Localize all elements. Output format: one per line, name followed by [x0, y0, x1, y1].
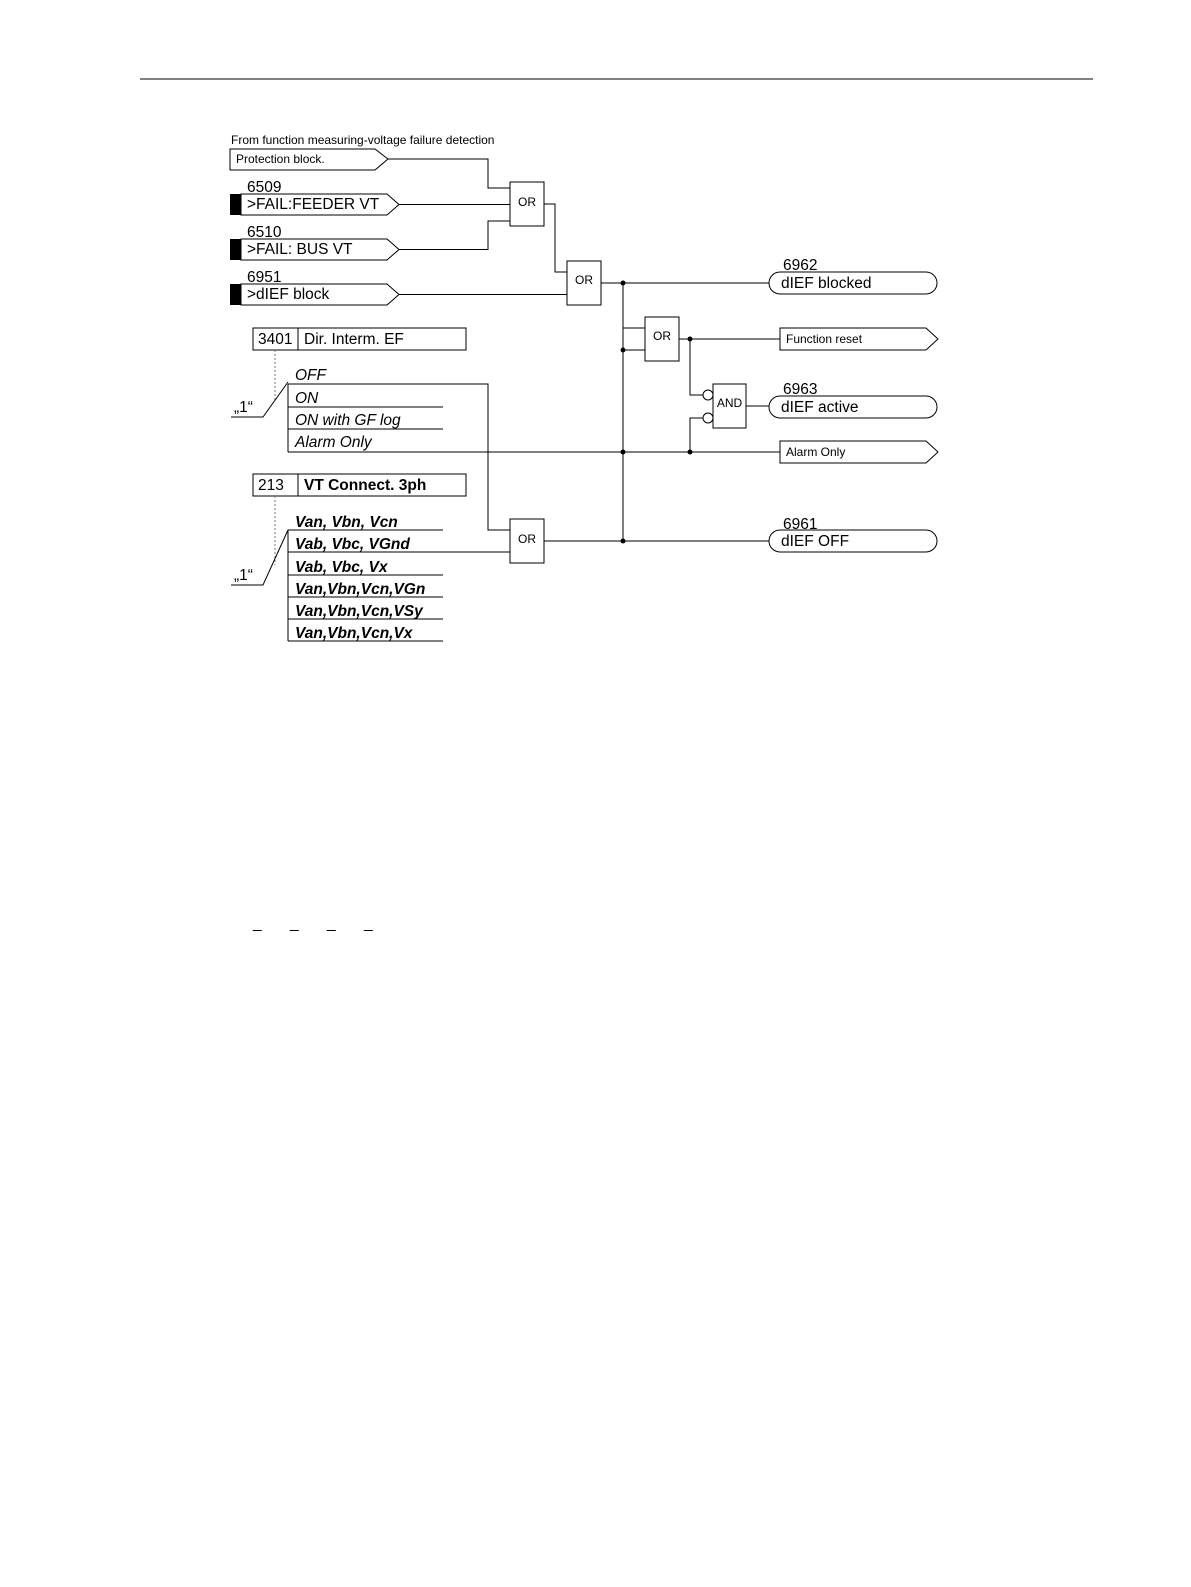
option-alarm-only: Alarm Only [294, 434, 373, 451]
option-vab-vbc-vx: Vab, Vbc, Vx [295, 559, 389, 576]
svg-text:6951: 6951 [247, 269, 281, 286]
input-protection-block: Protection block. [229, 148, 389, 171]
svg-text:Protection block.: Protection block. [236, 152, 325, 166]
input-dief-block: 6951 >dIEF block [230, 269, 400, 306]
input-feeder-vt: 6509 >FAIL:FEEDER VT [230, 179, 400, 216]
footer-marks: _ _ _ _ [252, 915, 373, 932]
svg-text:dIEF blocked: dIEF blocked [781, 275, 871, 292]
svg-text:6510: 6510 [247, 224, 282, 241]
option-off: OFF [295, 367, 328, 384]
option-vx: Van,Vbn,Vcn,Vx [295, 625, 414, 642]
svg-text:6509: 6509 [247, 179, 281, 196]
svg-text:213: 213 [258, 477, 284, 494]
svg-text:6963: 6963 [783, 381, 817, 398]
svg-text:_: _ [252, 915, 262, 932]
svg-text:OR: OR [518, 532, 536, 546]
or-gate-2: OR [566, 260, 602, 306]
svg-text:>FAIL:FEEDER VT: >FAIL:FEEDER VT [247, 196, 380, 213]
option-vsy: Van,Vbn,Vcn,VSy [295, 603, 424, 620]
and-gate: AND [702, 383, 747, 429]
svg-text:Alarm Only: Alarm Only [786, 445, 845, 459]
option-vgn: Van,Vbn,Vcn,VGn [295, 581, 425, 598]
wires [288, 158, 780, 553]
svg-text:_: _ [363, 915, 373, 932]
output-dief-active: 6963 dIEF active [768, 381, 938, 419]
source-caption: From function measuring-voltage failure … [231, 133, 494, 147]
input-bus-vt: 6510 >FAIL: BUS VT [230, 224, 400, 261]
svg-text:AND: AND [717, 396, 743, 410]
or-gate-3: OR [644, 316, 680, 362]
svg-text:6961: 6961 [783, 516, 817, 533]
output-dief-off: 6961 dIEF OFF [768, 516, 938, 553]
svg-text:_: _ [289, 915, 299, 932]
svg-text:dIEF active: dIEF active [781, 399, 859, 416]
param-213: 213 VT Connect. 3ph „1“ Van, Vbn, Vcn Va… [231, 473, 467, 642]
svg-text:6962: 6962 [783, 257, 817, 274]
option-on-gf-log: ON with GF log [295, 412, 401, 429]
junction-dots [620, 280, 693, 544]
option-van-vbn-vcn: Van, Vbn, Vcn [295, 514, 398, 531]
svg-text:OR: OR [518, 195, 536, 209]
svg-text:>FAIL: BUS VT: >FAIL: BUS VT [247, 241, 353, 258]
or-gate-4: OR [509, 518, 545, 564]
svg-text:3401: 3401 [258, 331, 292, 348]
option-on: ON [295, 390, 319, 407]
svg-text:>dIEF block: >dIEF block [247, 286, 330, 303]
output-dief-blocked: 6962 dIEF blocked [768, 257, 938, 295]
param-3401: 3401 Dir. Interm. EF „1“ OFF ON ON with … [231, 327, 467, 452]
and-negated-input-1 [702, 389, 714, 401]
svg-text:dIEF OFF: dIEF OFF [781, 533, 849, 550]
option-vab-vbc-vgnd: Vab, Vbc, VGnd [295, 536, 410, 553]
switch-label-213: „1“ [234, 567, 253, 584]
svg-text:OR: OR [575, 273, 593, 287]
switch-label-3401: „1“ [234, 399, 253, 416]
svg-text:VT Connect. 3ph: VT Connect. 3ph [304, 477, 426, 494]
or-gate-1: OR [509, 181, 545, 227]
svg-text:OR: OR [653, 329, 671, 343]
svg-text:_: _ [326, 915, 336, 932]
output-alarm-only: Alarm Only [779, 440, 939, 464]
and-negated-input-2 [702, 412, 714, 424]
svg-text:Dir. Interm. EF: Dir. Interm. EF [304, 331, 404, 348]
svg-text:Function reset: Function reset [786, 332, 863, 346]
output-function-reset: Function reset [779, 327, 939, 351]
